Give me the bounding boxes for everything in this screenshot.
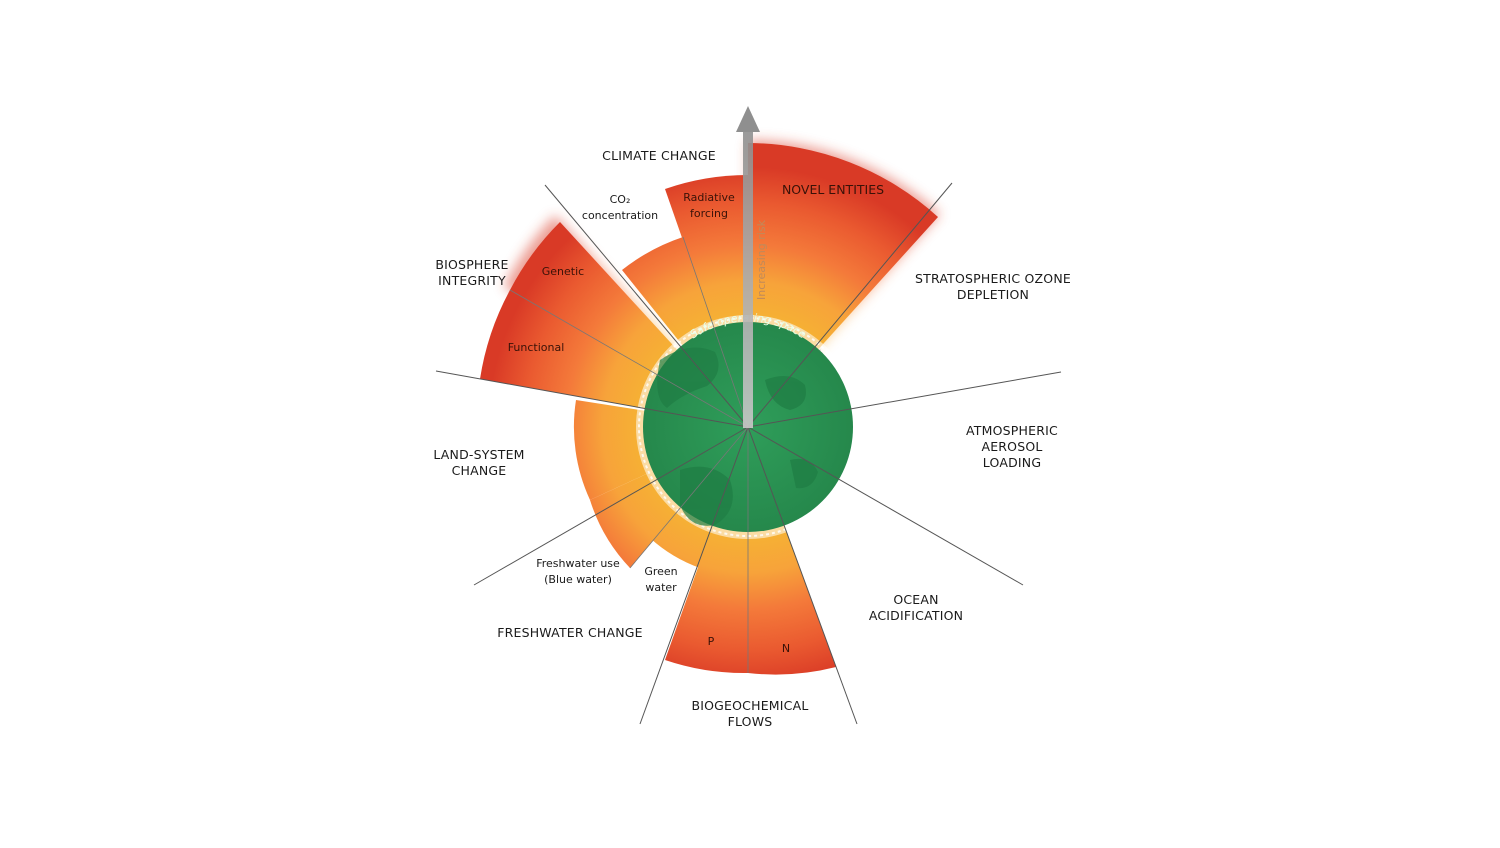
biosphere-integrity-label: BIOSPHERE INTEGRITY <box>435 257 509 288</box>
nitrogen-label: N <box>781 642 791 655</box>
stratospheric-ozone-label: STRATOSPHERIC OZONE DEPLETION <box>915 271 1071 302</box>
biogeochemical-flows-label: BIOGEOCHEMICAL FLOWS <box>691 698 809 729</box>
divider-line <box>435 370 749 428</box>
phosphorus-label: P <box>707 635 715 648</box>
radiative-forcing-label: Radiative forcing <box>683 191 735 220</box>
divider-line <box>629 426 749 569</box>
boundary-lines <box>435 182 1062 725</box>
divider-line <box>509 289 749 428</box>
divider-line <box>747 371 1062 428</box>
divider-line <box>682 236 749 428</box>
boundary-wedges <box>480 140 940 675</box>
climate-change-label: CLIMATE CHANGE <box>602 148 716 163</box>
freshwater-change-label: FRESHWATER CHANGE <box>497 625 643 640</box>
increasing-risk-label: Increasing risk <box>755 219 768 300</box>
atmospheric-aerosol-label: ATMOSPHERIC AEROSOL LOADING <box>966 423 1058 470</box>
blue-water-label: Freshwater use (Blue water) <box>536 557 620 586</box>
divider-line <box>544 184 749 428</box>
novel-entities-label: NOVEL ENTITIES <box>781 182 885 197</box>
divider-line <box>639 426 749 725</box>
genetic-label: Genetic <box>541 265 585 278</box>
divider-line <box>747 426 1024 586</box>
divider-line <box>747 426 858 725</box>
functional-label: Functional <box>507 341 565 354</box>
green-water-label: Green water <box>644 565 678 594</box>
ocean-acidification-label: OCEAN ACIDIFICATION <box>868 592 964 623</box>
land-system-change-label: LAND-SYSTEM CHANGE <box>433 447 525 478</box>
co2-concentration-label: CO₂ concentration <box>581 193 659 222</box>
continents-shape <box>657 347 818 526</box>
increasing-risk-arrow <box>736 106 760 428</box>
divider-line <box>747 182 953 428</box>
divider-line <box>473 426 749 586</box>
